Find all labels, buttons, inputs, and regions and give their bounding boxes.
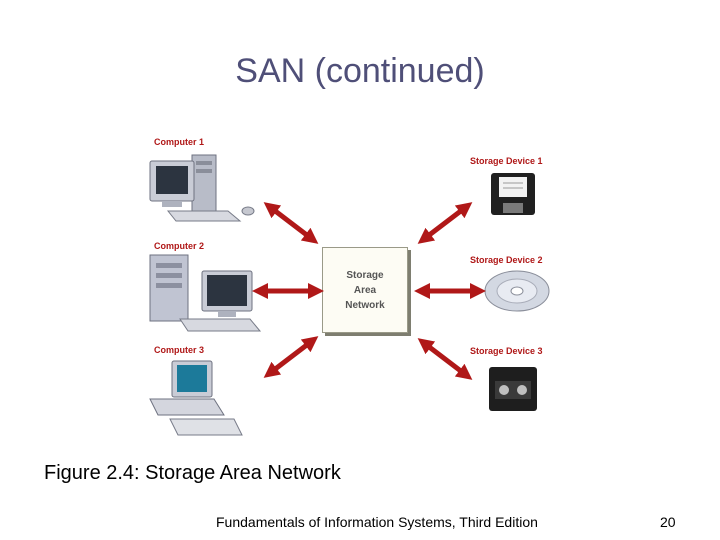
arrow-computer-1 (263, 202, 319, 244)
arrow-computer-3 (263, 336, 319, 378)
storage-device-1-icon (491, 173, 535, 215)
connection-arrows (251, 202, 487, 380)
computer-1-label: Computer 1 (154, 137, 205, 147)
storage-device-1-label: Storage Device 1 (470, 156, 543, 166)
san-diagram: Computer 1 Computer 2 Computer 3 Storage… (140, 125, 570, 445)
san-line-1: Storage (346, 269, 384, 281)
storage-device-2-label: Storage Device 2 (470, 255, 543, 265)
computer-1-icon (149, 154, 255, 222)
san-line-3: Network (345, 299, 385, 311)
computer-3-icon (149, 360, 243, 436)
san-line-2: Area (353, 284, 377, 296)
footer-text: Fundamentals of Information Systems, Thi… (216, 514, 538, 530)
figure-caption: Figure 2.4: Storage Area Network (44, 462, 341, 484)
arrow-storage-1 (417, 202, 473, 244)
storage-device-3-label: Storage Device 3 (470, 346, 543, 356)
computer-2-icon (149, 254, 262, 332)
computer-3-label: Computer 3 (154, 345, 205, 355)
slide-title: SAN (continued) (235, 52, 485, 90)
page-number: 20 (660, 514, 676, 530)
storage-device-3-icon (489, 367, 537, 411)
storage-device-2-icon (484, 270, 550, 312)
computer-2-label: Computer 2 (154, 241, 205, 251)
arrow-storage-3 (417, 338, 473, 380)
